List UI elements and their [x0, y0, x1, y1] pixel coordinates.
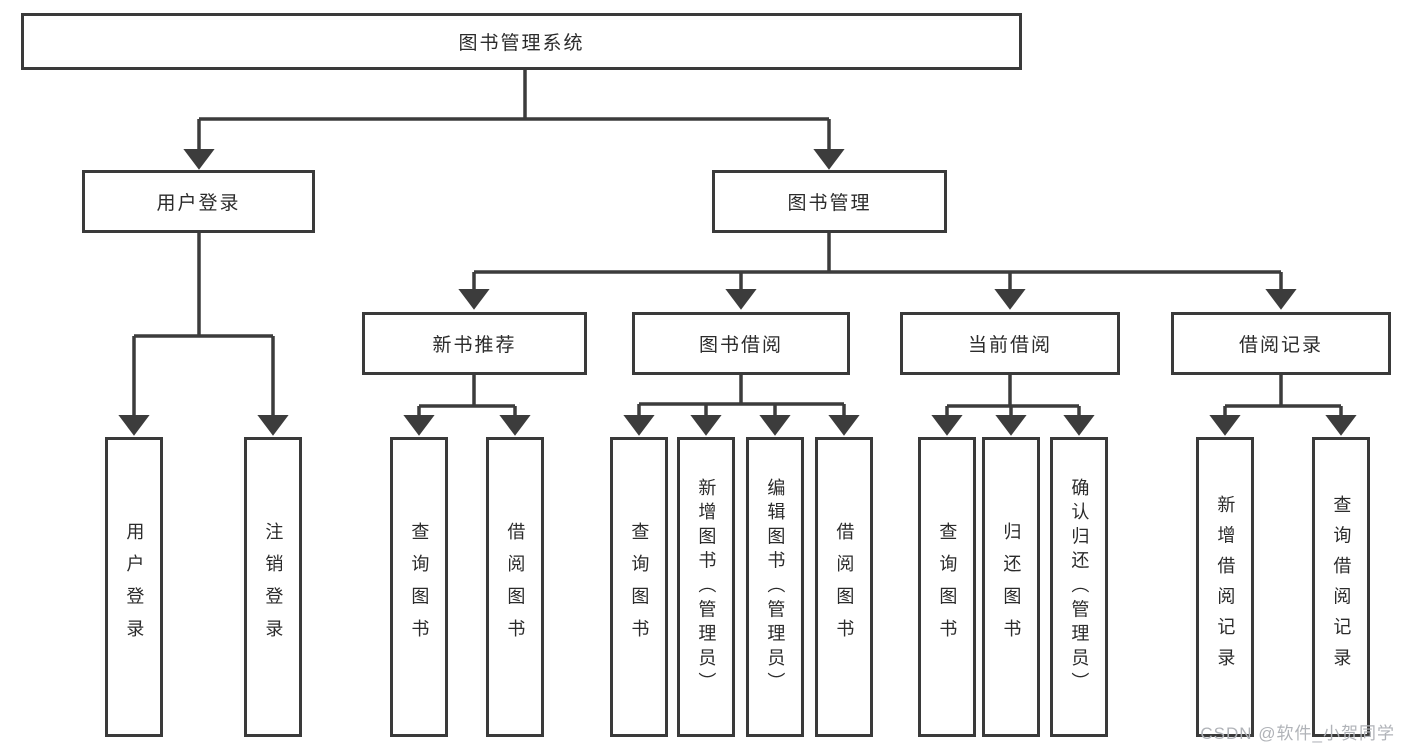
- leaf-query-borrow-record: 查询借阅记录: [1312, 437, 1370, 737]
- connector-user-login-trunk: [134, 233, 273, 338]
- leaf-return-books: 归还图书: [982, 437, 1040, 737]
- leaf-newbook-borrow-books: 借阅图书: [486, 437, 544, 737]
- connector-root-trunk: [199, 70, 829, 121]
- leaf-return-books-label: 归还图书: [1001, 522, 1022, 652]
- node-current-borrow-label: 当前借阅: [967, 335, 1052, 356]
- leaf-newbook-query-books: 查询图书: [390, 437, 448, 737]
- node-root-library-management-system: 图书管理系统: [21, 13, 1022, 70]
- leaf-borrow-query-books: 查询图书: [610, 437, 668, 737]
- node-book-borrow: 图书借阅: [632, 312, 850, 375]
- leaf-current-query-books-label: 查询图书: [937, 522, 958, 652]
- node-book-borrow-label: 图书借阅: [698, 335, 783, 356]
- node-new-book-recommend: 新书推荐: [362, 312, 587, 375]
- connector-book-management-trunk: [474, 233, 1281, 274]
- node-current-borrow: 当前借阅: [900, 312, 1120, 375]
- leaf-user-login-label: 用户登录: [124, 522, 145, 652]
- connector-current-borrow-trunk: [947, 375, 1079, 408]
- leaf-logout-login: 注销登录: [244, 437, 302, 737]
- leaf-add-book-admin-label: 新增图书（管理员）: [696, 477, 717, 697]
- csdn-watermark: CSDN @软件_小贺同学: [1200, 724, 1395, 743]
- leaf-borrow-borrow-books-label: 借阅图书: [834, 522, 855, 652]
- leaf-borrow-borrow-books: 借阅图书: [815, 437, 873, 737]
- leaf-logout-login-label: 注销登录: [263, 522, 284, 652]
- node-root-label: 图书管理系统: [458, 33, 585, 54]
- node-user-login-label: 用户登录: [156, 193, 241, 214]
- leaf-edit-book-admin-label: 编辑图书（管理员）: [765, 477, 786, 697]
- connector-book-borrow-trunk: [639, 375, 844, 406]
- leaf-add-book-admin: 新增图书（管理员）: [677, 437, 735, 737]
- leaf-add-borrow-record-label: 新增借阅记录: [1215, 495, 1236, 679]
- leaf-edit-book-admin: 编辑图书（管理员）: [746, 437, 804, 737]
- leaf-newbook-borrow-books-label: 借阅图书: [505, 522, 526, 652]
- connector-records-trunk: [1225, 375, 1341, 408]
- leaf-add-borrow-record: 新增借阅记录: [1196, 437, 1254, 737]
- leaf-current-query-books: 查询图书: [918, 437, 976, 737]
- leaf-query-borrow-record-label: 查询借阅记录: [1331, 495, 1352, 679]
- node-borrow-records-label: 借阅记录: [1238, 335, 1323, 356]
- node-new-book-recommend-label: 新书推荐: [432, 335, 517, 356]
- leaf-newbook-query-books-label: 查询图书: [409, 522, 430, 652]
- leaf-user-login: 用户登录: [105, 437, 163, 737]
- node-book-management-label: 图书管理: [787, 193, 872, 214]
- connector-new-book-trunk: [419, 375, 515, 408]
- node-book-management: 图书管理: [712, 170, 947, 233]
- node-borrow-records: 借阅记录: [1171, 312, 1391, 375]
- leaf-confirm-return-admin-label: 确认归还（管理员）: [1069, 477, 1090, 697]
- leaf-confirm-return-admin: 确认归还（管理员）: [1050, 437, 1108, 737]
- leaf-borrow-query-books-label: 查询图书: [629, 522, 650, 652]
- node-user-login: 用户登录: [82, 170, 315, 233]
